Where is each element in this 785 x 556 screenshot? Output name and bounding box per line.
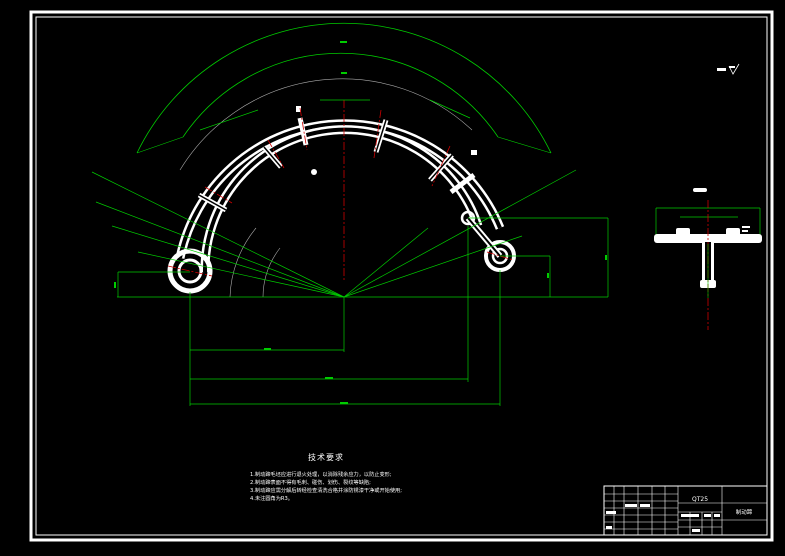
note-line: 2.制动蹄表面不得有毛刺、碰伤、划伤、裂纹等缺陷; xyxy=(250,480,371,486)
centerlines xyxy=(167,100,514,280)
note-line: 4.未注圆角为R3。 xyxy=(250,496,293,502)
roughness-symbol xyxy=(717,63,740,75)
guide-arc-2 xyxy=(229,227,257,298)
part-name-label: 制动蹄 xyxy=(736,508,753,516)
middle-dimension-arc xyxy=(182,52,499,138)
inner-frame xyxy=(35,16,768,536)
material-label: QT25 xyxy=(692,496,708,503)
guide-arc-1 xyxy=(179,78,473,171)
outer-frame xyxy=(29,10,774,542)
note-line: 3.制动蹄应需分解后转经检查清洗合格并涂防锈漆干净或开始使用; xyxy=(250,488,402,494)
note-line: 1.制动蹄毛坯应进行退火处理，以消除残余应力，以防止变形; xyxy=(250,472,392,478)
brake-shoe-main-view xyxy=(91,22,609,406)
notes-title: 技术要求 xyxy=(308,453,344,462)
guide-arc-3 xyxy=(262,247,281,298)
dimension-lines xyxy=(91,99,609,406)
title-block xyxy=(603,485,768,536)
section-view xyxy=(654,188,762,330)
left-pivot-boss xyxy=(167,248,213,294)
outer-dimension-arc xyxy=(136,22,552,154)
